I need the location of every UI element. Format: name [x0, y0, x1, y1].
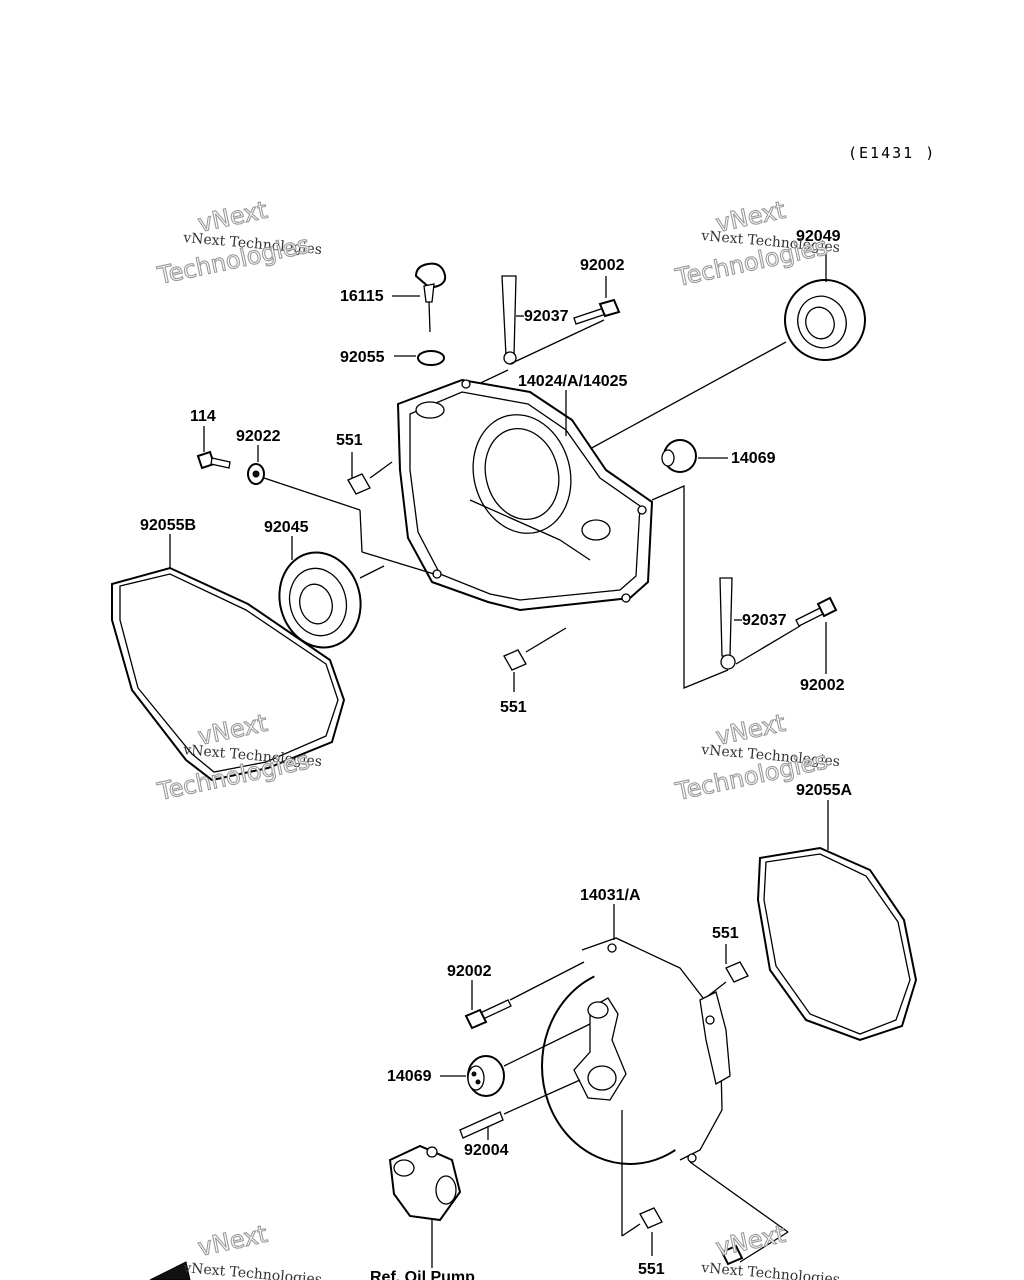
- clamp-92037-right: [719, 577, 736, 670]
- label-551-b: 551: [500, 699, 527, 716]
- svg-text:vNext Technologies: vNext Technologies: [182, 1260, 323, 1280]
- watermark-1: vNext vNext Technologies Technologies: [154, 195, 323, 290]
- dowel-551-b: [503, 649, 527, 671]
- label-14069-low: 14069: [387, 1068, 432, 1085]
- label-92004: 92004: [464, 1142, 509, 1159]
- oil-filler-plug: [414, 262, 447, 333]
- grommet-14069-low: [467, 1055, 505, 1097]
- label-92037-right: 92037: [742, 612, 787, 629]
- label-92055A: 92055A: [796, 782, 852, 799]
- label-14069-top: 14069: [731, 450, 776, 467]
- label-92022: 92022: [236, 428, 281, 445]
- gasket-92055A: [756, 846, 918, 1042]
- watermark-5: vNext vNext Technologies: [182, 1219, 323, 1280]
- dowel-551-c: [725, 961, 749, 983]
- label-92002-low: 92002: [447, 963, 492, 980]
- partial-part-bottom-left: [149, 1261, 191, 1280]
- stud-92004: [459, 1111, 504, 1139]
- label-92037-top: 92037: [524, 308, 569, 325]
- watermark-6: vNext vNext Technologies: [700, 1219, 841, 1280]
- label-92055B: 92055B: [140, 517, 196, 534]
- label-16115: 16115: [340, 288, 384, 305]
- label-114: 114: [190, 408, 216, 425]
- oil-pump-reference: [388, 1144, 462, 1222]
- bearing-92045: [278, 551, 362, 649]
- label-551-c: 551: [712, 925, 739, 942]
- oil-seal-92049: [784, 279, 866, 361]
- label-92049: 92049: [796, 228, 841, 245]
- svg-text:vNext: vNext: [195, 1220, 269, 1262]
- o-ring-92055: [417, 350, 445, 366]
- dowel-551-d: [639, 1207, 663, 1229]
- dowel-551-a: [347, 473, 371, 495]
- label-551-d: 551: [638, 1261, 665, 1278]
- label-92002-top: 92002: [580, 257, 625, 274]
- label-92055: 92055: [340, 349, 385, 366]
- label-92002-right: 92002: [800, 677, 845, 694]
- label-14024: 14024/A/14025: [518, 373, 628, 390]
- pulser-cover-14024: [396, 378, 654, 612]
- watermark-2: vNext vNext Technologies Technologies: [672, 195, 841, 292]
- bolt-114: [196, 450, 231, 470]
- label-551-a: 551: [336, 432, 363, 449]
- bolt-92002-top: [573, 298, 621, 325]
- bolt-92002-low: [464, 999, 512, 1030]
- generator-cover-14031: [541, 937, 731, 1165]
- grommet-14069-top: [661, 439, 697, 473]
- label-92045: 92045: [264, 519, 309, 536]
- label-14031: 14031/A: [580, 887, 641, 904]
- bolt-bottom-right: [720, 1244, 744, 1266]
- label-ref-oil-pump: Ref. Oil Pump: [370, 1269, 475, 1280]
- bolt-92002-right: [795, 596, 838, 627]
- diagram-code: (E1431 ): [848, 144, 936, 162]
- svg-text:vNext Technologies: vNext Technologies: [700, 1260, 841, 1280]
- clamp-92037-top: [501, 275, 517, 365]
